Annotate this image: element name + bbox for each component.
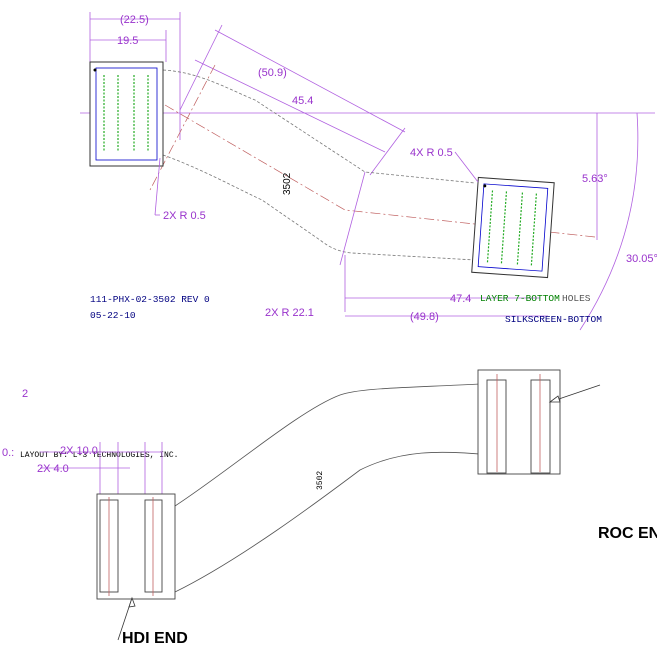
left-connector — [89, 61, 164, 167]
dim-2x-r05: 2X R 0.5 — [163, 210, 206, 222]
hdi-end-label: HDI END — [122, 630, 188, 647]
holes-label: HOLES — [562, 293, 591, 304]
dim-2x-10: 2X 10.0 — [60, 445, 98, 457]
extension-line — [179, 24, 223, 111]
centerline-left — [149, 64, 216, 191]
dim-19-5: 19.5 — [117, 35, 138, 47]
stray-2: 2 — [22, 388, 28, 400]
notes-crop-mask — [80, 328, 350, 338]
note-part-number: 111-PHX-02-3502 REV 0 — [90, 294, 210, 305]
layer-label: LAYER 7-BOTTOM — [480, 293, 560, 304]
dim-line-50-9 — [214, 29, 406, 133]
roc-end-label: ROC EN — [598, 525, 657, 542]
leader-r05-left — [154, 157, 161, 216]
leader-r05-right — [454, 151, 479, 183]
bottom-cable-bottom-edge — [174, 451, 491, 593]
dim-50-9: (50.9) — [258, 67, 287, 79]
part-label-top: 3502 — [282, 172, 293, 195]
top-view: (22.5) 19.5 (50.9) 45.4 3502 — [80, 12, 657, 338]
dim-2x-4: 2X 4.0 — [37, 463, 69, 475]
roc-arrow-icon — [548, 395, 561, 403]
right-connector-outline — [477, 183, 549, 272]
left-connector-pins — [103, 75, 149, 152]
left-connector-outline — [95, 67, 158, 161]
bend-line — [339, 171, 366, 266]
dim-30-05: 30.05° — [626, 253, 657, 265]
bottom-view: 2 0.: LAYOUT BY: L-3 TECHNOLOGIES, INC. … — [2, 369, 657, 647]
right-connector-group — [471, 176, 555, 279]
hdi-slot-right — [144, 499, 163, 593]
stray-03: 0.: — [2, 447, 14, 459]
roc-slot-left — [486, 379, 507, 474]
roc-slot-right — [530, 379, 551, 474]
dim-49-8: (49.8) — [410, 311, 439, 323]
bottom-cable-top-edge — [174, 383, 481, 507]
cable-bottom-edge — [162, 154, 476, 261]
dim-5-63: 5.63° — [582, 173, 608, 185]
roc-connector — [477, 369, 561, 475]
hdi-arrow-icon — [128, 596, 136, 608]
dim-45-4: 45.4 — [292, 95, 313, 107]
pin1-marker — [93, 68, 97, 72]
note-date: 05-22-10 — [90, 310, 136, 321]
dim-2x-r22: 2X R 22.1 — [265, 307, 314, 319]
angle-30-05-arc — [579, 112, 639, 331]
dim-22-5: (22.5) — [120, 14, 149, 26]
right-connector — [471, 176, 555, 279]
dim-47-4: 47.4 — [450, 293, 471, 305]
extension-line — [369, 127, 406, 176]
dim-4x-r05: 4X R 0.5 — [410, 147, 453, 159]
part-label-bottom: 3502 — [316, 471, 325, 490]
cable-top-edge — [162, 69, 476, 184]
overlap-layout-text: LAYOUT BY: L-3 TECHNOLOGIES, INC. — [20, 451, 178, 460]
dim-line-45-4 — [194, 59, 386, 153]
silkscreen-label: SILKSCREEN-BOTTOM — [505, 314, 602, 325]
